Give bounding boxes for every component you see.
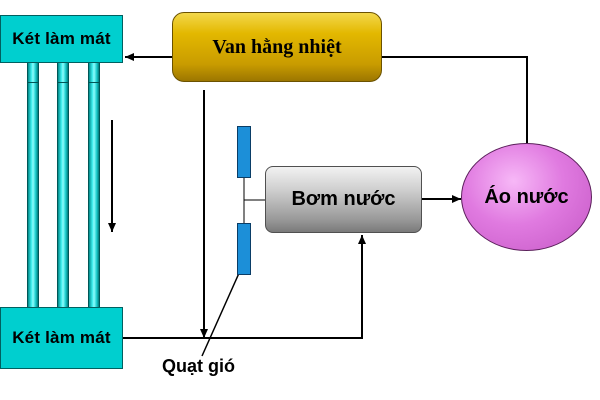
thermostat-valve: Van hằng nhiệt	[172, 12, 382, 82]
fan-blade-bottom	[237, 223, 251, 275]
radiator-bottom-tank: Két làm mát	[0, 307, 123, 369]
pump-label: Bơm nước	[291, 188, 396, 210]
jacket-to-thermostat-line	[382, 56, 528, 143]
water-jacket: Áo nước	[461, 143, 592, 251]
radiator-tube-cap	[57, 63, 69, 85]
fan-label: Quạt gió	[162, 356, 235, 376]
radiator-tube	[88, 82, 100, 308]
thermostat-label: Van hằng nhiệt	[212, 35, 342, 58]
radiator-tube	[57, 82, 69, 308]
radiator-tube-cap	[88, 63, 100, 85]
radiator-tube	[27, 82, 39, 308]
fan-label-pointer	[201, 261, 245, 357]
radiator-top-label: Két làm mát	[12, 29, 111, 48]
radiator-bottom-label: Két làm mát	[12, 328, 111, 347]
radiator-to-pump-line	[123, 235, 366, 339]
radiator-tube-cap	[27, 63, 39, 85]
radiator-top-tank: Két làm mát	[0, 15, 123, 63]
water-pump: Bơm nước	[265, 166, 422, 233]
fan-blade-top	[237, 126, 251, 178]
jacket-label: Áo nước	[484, 185, 569, 208]
